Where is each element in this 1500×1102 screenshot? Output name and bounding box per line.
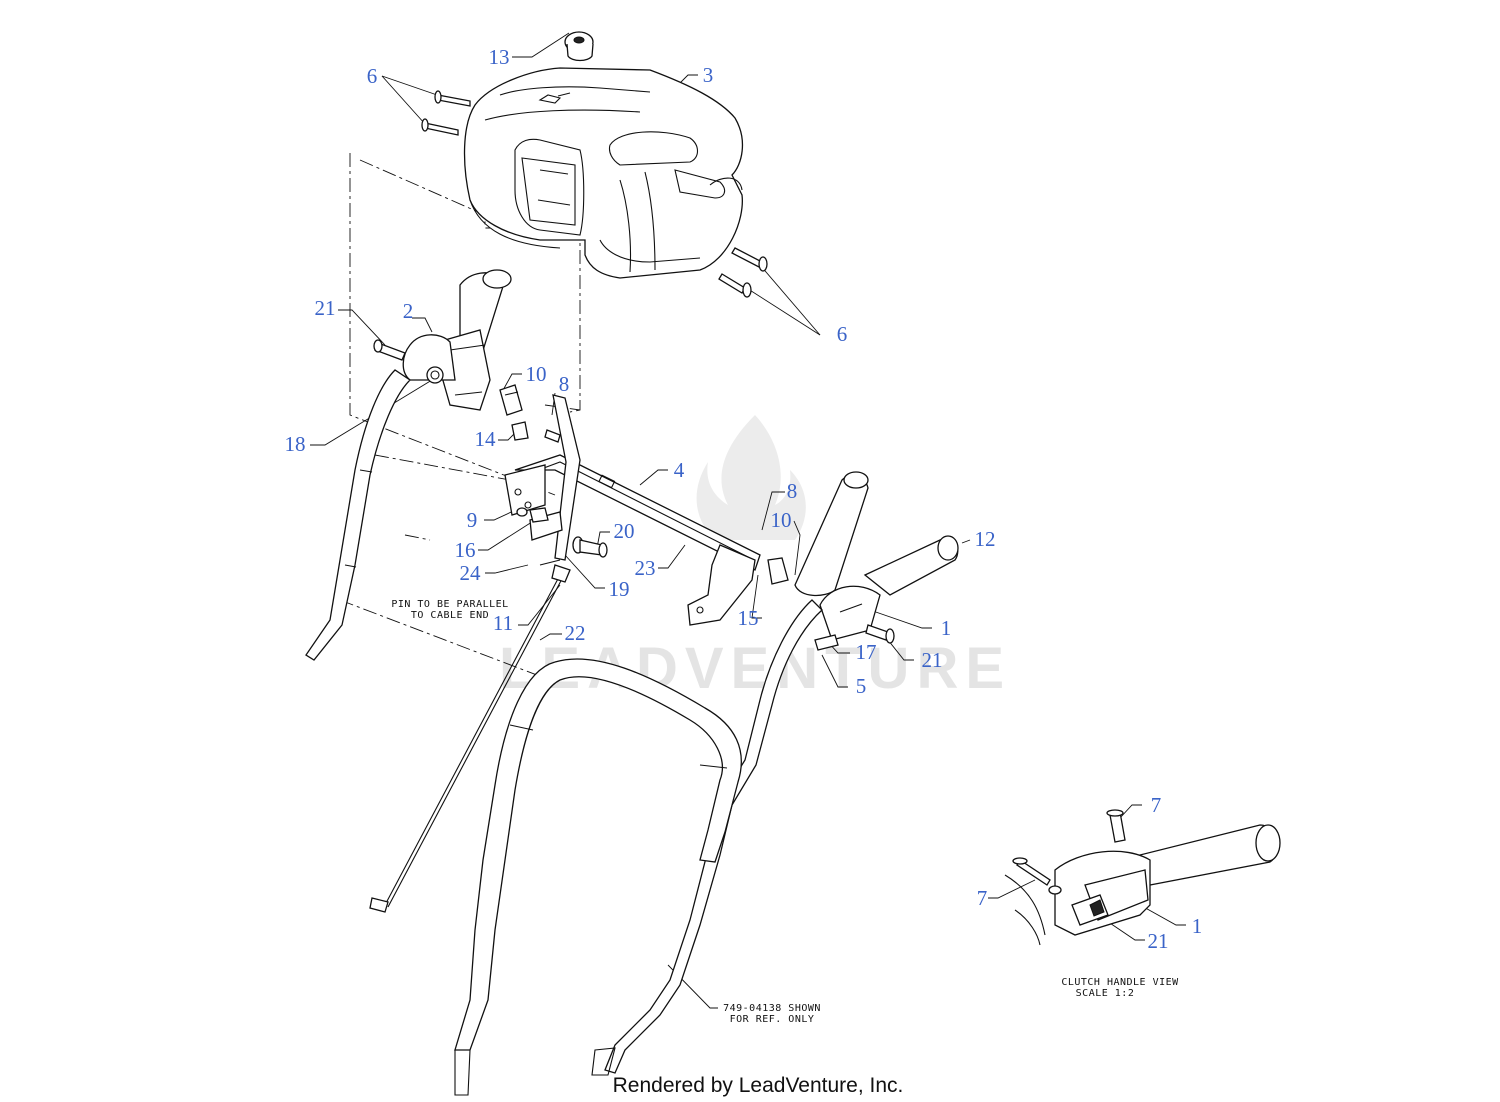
bolt-8-left bbox=[544, 429, 561, 443]
flame-logo-icon bbox=[696, 415, 806, 540]
left-pin bbox=[373, 339, 406, 361]
callout-1-main[interactable]: 1 bbox=[941, 616, 952, 640]
callout-20[interactable]: 20 bbox=[614, 519, 635, 543]
left-frame-tube bbox=[305, 369, 412, 661]
watermark: LEADVENTURE bbox=[499, 415, 1004, 701]
callout-16[interactable]: 16 bbox=[455, 538, 476, 562]
callout-17[interactable]: 17 bbox=[856, 640, 877, 664]
callout-8-right[interactable]: 8 bbox=[787, 479, 798, 503]
callout-21-detail[interactable]: 21 bbox=[1148, 929, 1169, 953]
right-bracket bbox=[687, 544, 789, 626]
callout-11[interactable]: 11 bbox=[493, 611, 513, 635]
clutch-handle-detail bbox=[1004, 809, 1281, 946]
callout-7-top[interactable]: 7 bbox=[1151, 793, 1162, 817]
callout-21-right[interactable]: 21 bbox=[922, 648, 943, 672]
screws-upper bbox=[421, 90, 471, 136]
washer-16 bbox=[516, 507, 549, 523]
left-handle-upper bbox=[402, 269, 512, 411]
callout-1-detail[interactable]: 1 bbox=[1192, 914, 1203, 938]
callout-6-lower[interactable]: 6 bbox=[837, 322, 848, 346]
console-housing bbox=[463, 67, 744, 279]
callout-5[interactable]: 5 bbox=[856, 674, 867, 698]
callout-22[interactable]: 22 bbox=[565, 621, 586, 645]
cable bbox=[369, 564, 571, 913]
lower-handle-loop bbox=[454, 658, 742, 1096]
callout-8-left[interactable]: 8 bbox=[559, 372, 570, 396]
callout-24[interactable]: 24 bbox=[460, 561, 482, 585]
callout-6-upper[interactable]: 6 bbox=[367, 64, 378, 88]
right-handle-upper bbox=[794, 471, 959, 641]
callout-4[interactable]: 4 bbox=[674, 458, 685, 482]
callouts: 13 3 6 6 21 2 10 8 18 14 4 9 16 20 8 10 … bbox=[285, 45, 1203, 953]
notes: PIN TO BE PARALLEL TO CABLE END 749-0413… bbox=[391, 599, 1179, 1025]
chute-knob bbox=[564, 31, 594, 62]
callout-15[interactable]: 15 bbox=[738, 606, 759, 630]
note-pin-line2: TO CABLE END bbox=[411, 610, 489, 621]
callout-9[interactable]: 9 bbox=[467, 508, 478, 532]
callout-2[interactable]: 2 bbox=[403, 299, 414, 323]
callout-10-left[interactable]: 10 bbox=[526, 362, 547, 386]
pin-20 bbox=[572, 536, 608, 558]
callout-19[interactable]: 19 bbox=[609, 577, 630, 601]
callout-14[interactable]: 14 bbox=[475, 427, 497, 451]
note-ref-line2: FOR REF. ONLY bbox=[730, 1014, 815, 1025]
switch-left bbox=[499, 384, 529, 441]
screws-lower bbox=[718, 247, 768, 298]
callout-23[interactable]: 23 bbox=[635, 556, 656, 580]
note-detail-line2: SCALE 1:2 bbox=[1076, 988, 1135, 999]
crossbar bbox=[504, 454, 761, 571]
note-ref-line1: 749-04138 SHOWN bbox=[723, 1003, 821, 1014]
note-detail-line1: CLUTCH HANDLE VIEW bbox=[1061, 977, 1179, 988]
callout-3[interactable]: 3 bbox=[703, 63, 714, 87]
callout-7-left[interactable]: 7 bbox=[977, 886, 988, 910]
callout-13[interactable]: 13 bbox=[489, 45, 510, 69]
note-pin-line1: PIN TO BE PARALLEL bbox=[391, 599, 508, 610]
callout-21-left[interactable]: 21 bbox=[315, 296, 336, 320]
callout-18[interactable]: 18 bbox=[285, 432, 306, 456]
callout-10-right[interactable]: 10 bbox=[771, 508, 792, 532]
callout-12[interactable]: 12 bbox=[975, 527, 996, 551]
right-pin bbox=[814, 624, 895, 651]
footer-credit: Rendered by LeadVenture, Inc. bbox=[613, 1074, 904, 1097]
